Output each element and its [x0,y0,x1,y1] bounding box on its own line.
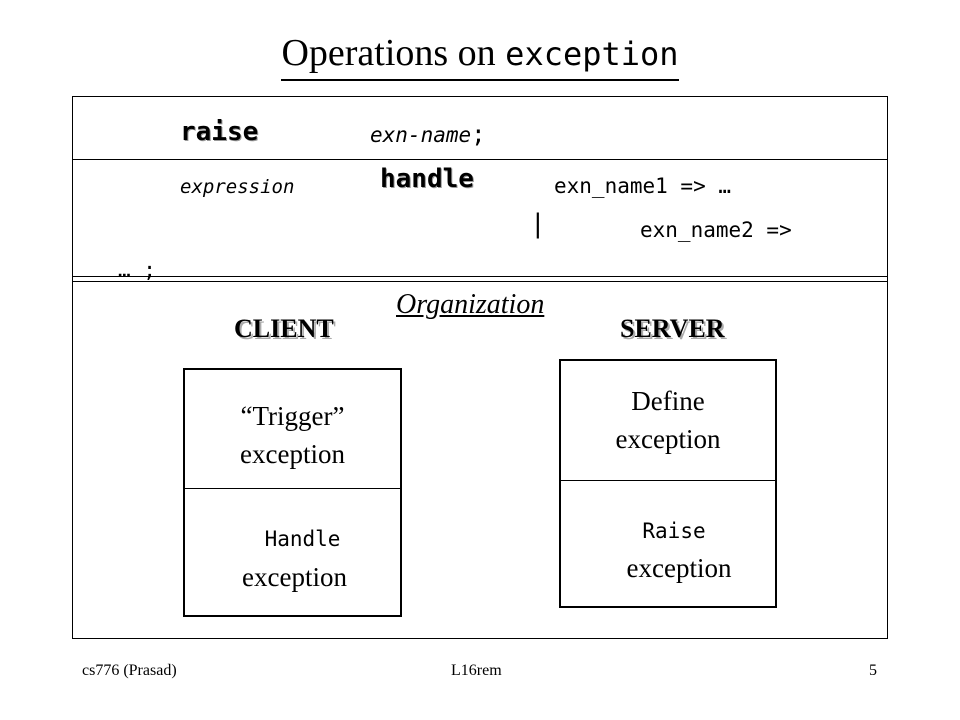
server-define-text: Define exception [559,382,777,458]
expression-text: expression [180,176,295,198]
client-trigger-line2: exception [240,439,345,469]
client-label: CLIENT [234,314,334,343]
ellipsis-semicolon: … ; [118,258,156,282]
handle-end-line: … ; [118,256,156,284]
title-code: exception [505,35,679,73]
client-handle-line2: exception [242,562,347,592]
content-box [72,96,888,639]
handle-second-clause: exn_name2 => [640,216,792,244]
raise-syntax-line: raise [180,118,258,147]
server-card-divider [561,480,775,481]
handle-keyword: handle [380,164,474,194]
pipe-symbol: | [530,209,546,239]
server-raise-code: Raise [642,519,706,543]
title-text: Operations on [281,32,496,74]
raise-semicolon: ; [471,120,486,148]
server-card [559,359,777,608]
raise-keyword: raise [180,117,259,147]
server-label: SERVER [620,314,725,343]
slide-title: Operations on exception [0,30,960,81]
client-handle-code: Handle [264,527,341,551]
client-card-divider [185,488,400,489]
handle-keyword-wrap: handle [380,165,474,194]
server-raise-text: Raise [565,512,783,550]
server-raise-text-2: exception [570,549,788,587]
exn-name1-clause: exn_name1 => … [554,174,732,198]
exn-name2-clause: exn_name2 => [640,218,792,242]
slide-title-underline: Operations on exception [281,30,679,81]
footer-lecture: L16rem [451,662,502,679]
section-divider-top [72,276,888,277]
client-card [183,368,402,617]
client-handle-text: Handle [193,520,412,558]
clause-separator: | [530,210,546,238]
raise-arg-line: exn-name; [370,120,486,149]
handle-expr-text: expression [180,172,294,201]
organization-heading: Organization [396,289,545,320]
server-define-line2: exception [615,424,721,454]
syntax-divider [72,159,888,160]
client-trigger-line1: “Trigger” [240,401,345,431]
section-divider-bottom [72,281,888,282]
handle-first-clause: exn_name1 => … [554,172,731,200]
footer-course: cs776 (Prasad) [82,662,177,679]
client-trigger-text: “Trigger” exception [183,397,402,473]
client-handle-text-2: exception [185,558,404,596]
footer-page-number: 5 [869,662,877,679]
server-define-line1: Define [631,386,705,416]
exn-name-arg: exn-name [370,123,472,147]
server-raise-line2: exception [626,553,732,583]
